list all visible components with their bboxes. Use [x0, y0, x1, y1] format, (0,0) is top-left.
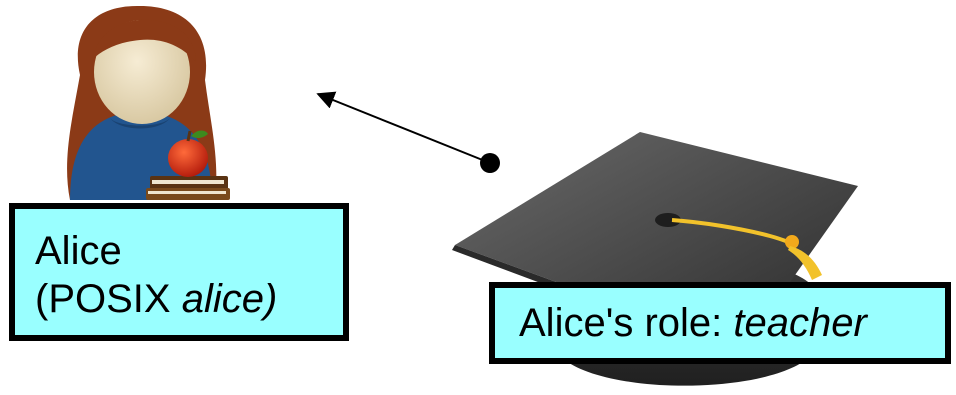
alice-name: Alice: [35, 229, 122, 273]
role-label-box: Alice's role: teacher: [489, 282, 951, 364]
alice-posix-line: (POSIX alice): [35, 275, 343, 323]
teacher-avatar-icon: [67, 5, 230, 200]
role-name: teacher: [733, 301, 867, 345]
posix-prefix: (POSIX: [35, 277, 182, 321]
role-prefix: Alice's role:: [519, 301, 734, 345]
posix-username: alice): [181, 277, 278, 321]
arrow-icon: [316, 91, 500, 173]
alice-label-box: Alice (POSIX alice): [9, 203, 349, 341]
